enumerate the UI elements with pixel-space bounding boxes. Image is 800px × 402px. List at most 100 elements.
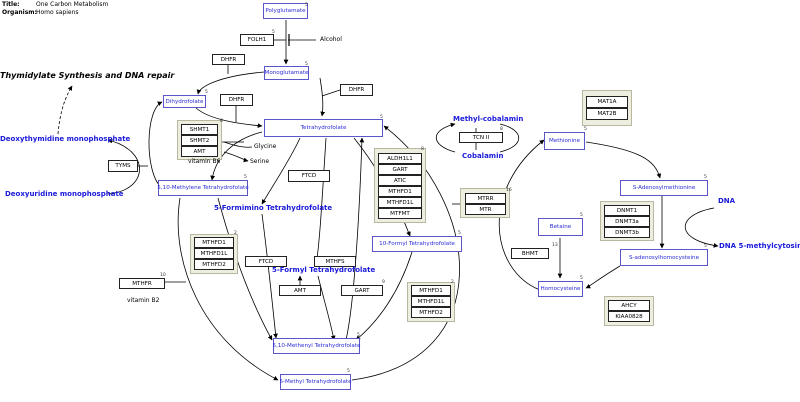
gene-amt-a[interactable]: AMT bbox=[181, 146, 218, 157]
gene-mthfd2-b[interactable]: MTHFD2 bbox=[194, 259, 234, 270]
gene-label: DHFR bbox=[348, 87, 365, 93]
gene-tyms[interactable]: TYMS bbox=[108, 160, 138, 172]
gene-label: AHCY bbox=[621, 302, 637, 309]
edge-dhf-thf bbox=[195, 107, 263, 128]
node-methyl-thf[interactable]: 5-Methyl Tetrahydrofolate bbox=[279, 374, 352, 390]
label-vitamin-b6: vitamin B6 bbox=[188, 158, 221, 165]
gene-amt-b[interactable]: AMT bbox=[279, 285, 321, 296]
gene-mat1a[interactable]: MAT1A bbox=[586, 96, 628, 108]
gene-mthfd1-b[interactable]: MTHFD1 bbox=[194, 237, 234, 248]
edge-methylene-dhf bbox=[148, 101, 163, 187]
num-sam: 5 bbox=[704, 175, 707, 180]
label-formimino-thf: 5-Formimino Tetrahydrofolate bbox=[214, 204, 333, 212]
gene-dnmt3a[interactable]: DNMT3a bbox=[604, 216, 650, 227]
edge-cobalamin-loop2 bbox=[499, 123, 519, 153]
gene-mthfs[interactable]: MTHFS bbox=[314, 256, 356, 267]
gene-folh1[interactable]: FOLH1 bbox=[240, 34, 274, 46]
gene-label: FOLH1 bbox=[247, 37, 267, 43]
label-glycine: Glycine bbox=[254, 143, 277, 150]
gene-mthfd1-c[interactable]: MTHFD1 bbox=[411, 285, 451, 296]
num-mtr: 16 bbox=[506, 188, 512, 193]
node-formyl10-thf[interactable]: 10-Formyl Tetrahydrofolate bbox=[372, 236, 462, 252]
gene-ftcd-a[interactable]: FTCD bbox=[288, 170, 330, 182]
gene-kiaa0828[interactable]: KIAA0828 bbox=[608, 311, 650, 322]
num-formyl10: 5 bbox=[458, 231, 461, 236]
gene-label: GART bbox=[392, 166, 408, 173]
gene-aldh1l1[interactable]: ALDH1L1 bbox=[378, 153, 422, 164]
title-value: One Carbon Metabolism bbox=[36, 1, 109, 8]
gene-mthfd1l-a[interactable]: MTHFD1L bbox=[378, 197, 422, 208]
gene-label: TYMS bbox=[115, 163, 131, 169]
gene-mthfd2-c[interactable]: MTHFD2 bbox=[411, 307, 451, 318]
edge-methylene-methyl bbox=[177, 197, 279, 381]
node-methenyl-thf[interactable]: 5,10-Methenyl Tetrahydrofolate bbox=[273, 338, 360, 354]
gene-label: MTRR bbox=[477, 195, 494, 202]
gene-shmt1[interactable]: SHMT1 bbox=[181, 124, 218, 135]
num-folh1: 5 bbox=[272, 30, 275, 35]
num-aldh: 8 bbox=[421, 147, 424, 152]
edge-thf-formyl5 bbox=[314, 137, 327, 267]
gene-mat2b[interactable]: MAT2B bbox=[586, 108, 628, 120]
node-methylene-thf[interactable]: 5,10-Methylene Tetrahydrofolate bbox=[157, 180, 249, 196]
num-methylene: 5 bbox=[244, 175, 247, 180]
gene-dnmt3b[interactable]: DNMT3b bbox=[604, 227, 650, 238]
num-mono: 5 bbox=[305, 62, 308, 67]
gene-dhfr-a[interactable]: DHFR bbox=[212, 54, 245, 65]
num-methyl: 5 bbox=[347, 369, 350, 374]
edge-glycine bbox=[223, 141, 253, 148]
label-thymidylate-synthesis: Thymidylate Synthesis and DNA repair bbox=[0, 71, 175, 80]
gene-label: MAT2B bbox=[597, 111, 617, 117]
gene-mtrr[interactable]: MTRR bbox=[465, 193, 506, 204]
gene-mthfd1l-c[interactable]: MTHFD1L bbox=[411, 296, 451, 307]
gene-dnmt1[interactable]: DNMT1 bbox=[604, 205, 650, 216]
label-methyl-cobalamin: Methyl-cobalamin bbox=[453, 115, 524, 123]
gene-bhmt[interactable]: BHMT bbox=[511, 248, 549, 259]
node-label: S-Adenosylmethionine bbox=[632, 185, 696, 191]
title-line: Title:One Carbon Metabolism bbox=[2, 1, 108, 8]
gene-mthfd1-a[interactable]: MTHFD1 bbox=[378, 186, 422, 197]
gene-label: DNMT3b bbox=[615, 229, 639, 236]
node-homocysteine[interactable]: Homocysteine bbox=[538, 281, 583, 297]
gene-mthfr[interactable]: MTHFR bbox=[119, 278, 165, 289]
gene-mtr[interactable]: MTR bbox=[465, 204, 506, 215]
node-label: 10-Formyl Tetrahydrofolate bbox=[379, 241, 455, 247]
edge-methenyl-thf bbox=[345, 137, 365, 341]
gene-label: AMT bbox=[193, 148, 206, 155]
gene-atic[interactable]: ATIC bbox=[378, 175, 422, 186]
gene-dhfr-c[interactable]: DHFR bbox=[340, 84, 373, 96]
node-label: 5,10-Methylene Tetrahydrofolate bbox=[157, 185, 249, 191]
num-sah: 5 bbox=[704, 244, 707, 249]
gene-label: BHMT bbox=[521, 250, 539, 257]
node-sah[interactable]: S-adenosylhomocysteine bbox=[620, 249, 708, 266]
node-sam[interactable]: S-Adenosylmethionine bbox=[620, 180, 708, 196]
node-methionine[interactable]: Methionine bbox=[544, 132, 585, 150]
node-tetrahydrofolate[interactable]: Tetrahydrofolate bbox=[264, 119, 383, 137]
gene-label: FTCD bbox=[301, 173, 317, 179]
node-polyglutamate[interactable]: Polyglutamate bbox=[263, 3, 308, 19]
gene-label: SHMT1 bbox=[189, 126, 210, 133]
gene-mthfd1l-b[interactable]: MTHFD1L bbox=[194, 248, 234, 259]
gene-label: DNMT1 bbox=[616, 207, 638, 214]
gene-mtfmt[interactable]: MTFMT bbox=[378, 208, 422, 219]
gene-tcn2[interactable]: TCN II bbox=[459, 132, 503, 143]
gene-label: TCN II bbox=[472, 134, 490, 141]
node-monoglutamate[interactable]: Monoglutamate bbox=[264, 66, 309, 80]
gene-label: FTCD bbox=[258, 258, 274, 265]
num-poly: 5 bbox=[305, 3, 308, 8]
node-betaine[interactable]: Betaine bbox=[538, 218, 583, 236]
num-tcn: 8 bbox=[500, 127, 503, 132]
gene-shmt2[interactable]: SHMT2 bbox=[181, 135, 218, 146]
gene-ahcy[interactable]: AHCY bbox=[608, 300, 650, 311]
gene-dhfr-b[interactable]: DHFR bbox=[220, 94, 253, 106]
gene-ftcd-b[interactable]: FTCD bbox=[245, 256, 287, 267]
gene-label: MAT1A bbox=[597, 99, 617, 105]
label-alcohol: Alcohol bbox=[320, 36, 342, 43]
gene-label: MTHFD1L bbox=[386, 199, 414, 206]
num-met: 5 bbox=[584, 127, 587, 132]
gene-gart-b[interactable]: GART bbox=[341, 285, 383, 296]
label-cobalamin: Cobalamin bbox=[462, 152, 504, 160]
num-mthfr: 10 bbox=[160, 273, 166, 278]
gene-gart-a[interactable]: GART bbox=[378, 164, 422, 175]
node-dihydrofolate[interactable]: Dihydrofolate bbox=[163, 95, 206, 108]
